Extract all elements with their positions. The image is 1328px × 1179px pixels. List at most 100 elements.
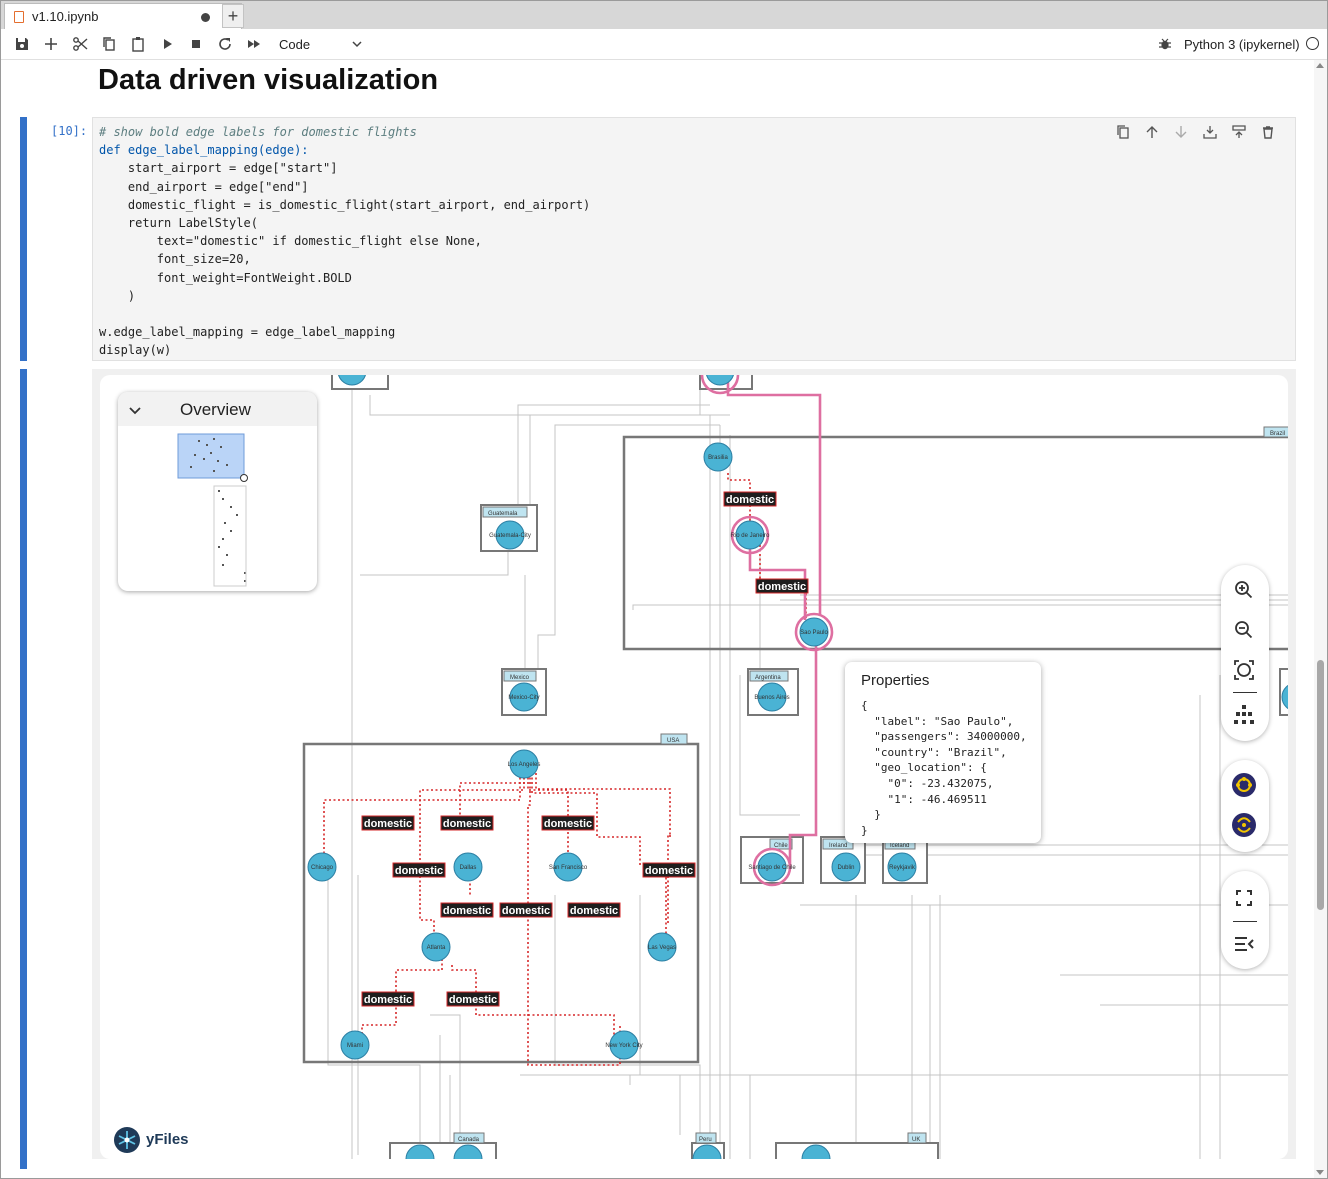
label-dublin: Dublin [837, 865, 854, 871]
cell-type-select[interactable]: Code [279, 37, 311, 52]
node-dublin[interactable] [831, 852, 861, 882]
layout-grid-icon[interactable] [1231, 702, 1257, 728]
svg-text:domestic: domestic [364, 818, 412, 830]
duplicate-cell-icon[interactable] [1115, 124, 1131, 140]
group-usa[interactable] [302, 742, 700, 1064]
paste-icon[interactable] [129, 35, 147, 53]
small-groups [331, 375, 1288, 1159]
notebook-content: Data driven visualization [10]: # show b… [1, 60, 1327, 1178]
side-panel-icon[interactable] [1231, 931, 1257, 957]
add-cell-icon[interactable] [42, 35, 60, 53]
node-new-york[interactable] [609, 1030, 639, 1060]
node-guatemala-city[interactable] [495, 520, 525, 550]
group-uk[interactable] [775, 1142, 939, 1159]
airport-nodes [307, 375, 1288, 1159]
label-santiago: Santiago de Chile [748, 865, 796, 871]
zoom-out-icon[interactable] [1231, 617, 1257, 643]
node-buenos-aires[interactable] [757, 682, 787, 712]
restart-icon[interactable] [216, 35, 234, 53]
copy-icon[interactable] [100, 35, 118, 53]
insert-below-icon[interactable] [1231, 124, 1247, 140]
organic-layout-icon[interactable] [1231, 812, 1257, 838]
stop-icon[interactable] [187, 35, 205, 53]
edge-label: domestic [361, 815, 415, 831]
circular-layout-icon[interactable] [1231, 772, 1257, 798]
node-top-center[interactable] [706, 375, 734, 386]
scroll-down-icon[interactable] [1316, 1170, 1324, 1175]
run-icon[interactable] [158, 35, 176, 53]
cut-icon[interactable] [71, 35, 89, 53]
graph-widget: Brazil Guatemala Mexico Argentina USA Ch… [92, 369, 1296, 1159]
new-tab-button[interactable]: + [222, 4, 244, 28]
node-bottom-3[interactable] [692, 1144, 722, 1159]
overview-header[interactable]: Overview [118, 392, 317, 426]
node-brasilia[interactable] [703, 442, 733, 472]
label-san-francisco: San Francisco [549, 865, 588, 871]
group-label-canada: Canada [458, 1137, 480, 1143]
kernel-name[interactable]: Python 3 (ipykernel) [1184, 37, 1300, 52]
node-sao-paulo[interactable] [799, 617, 829, 647]
chevron-down-icon[interactable] [351, 37, 363, 49]
debugger-bug-icon[interactable] [1158, 37, 1172, 51]
properties-popup[interactable]: Properties { "label": "Sao Paulo", "pass… [845, 662, 1041, 843]
chevron-down-icon[interactable] [128, 403, 142, 415]
scroll-thumb[interactable] [1317, 660, 1324, 910]
graph-canvas[interactable]: Brazil Guatemala Mexico Argentina USA Ch… [100, 375, 1288, 1159]
edge-label: domestic [440, 902, 494, 918]
node-san-francisco[interactable] [553, 852, 583, 882]
node-miami[interactable] [340, 1030, 370, 1060]
node-mexico-city[interactable] [509, 682, 539, 712]
group-label-mexico: Mexico [510, 675, 530, 681]
code-cell-editor[interactable]: # show bold edge labels for domestic fli… [92, 117, 1296, 361]
code-text[interactable]: # show bold edge labels for domestic fli… [99, 125, 591, 358]
delete-cell-icon[interactable] [1260, 124, 1276, 140]
notebook-tab[interactable]: v1.10.ipynb [4, 3, 242, 29]
notebook-scrollbar[interactable] [1314, 60, 1327, 1178]
node-las-vegas[interactable] [647, 932, 677, 962]
properties-title: Properties [861, 672, 930, 689]
node-bottom-1[interactable] [405, 1144, 435, 1159]
fast-forward-icon[interactable] [245, 35, 263, 53]
fullscreen-icon[interactable] [1231, 885, 1257, 911]
overview-panel[interactable]: Overview [118, 392, 317, 591]
node-reykjavik[interactable] [887, 852, 917, 882]
label-miami: Miami [347, 1043, 363, 1049]
zoom-in-icon[interactable] [1231, 577, 1257, 603]
edge-label: domestic [642, 862, 696, 878]
node-right-edge[interactable] [1281, 683, 1288, 711]
scroll-up-icon[interactable] [1316, 63, 1324, 68]
node-dallas[interactable] [453, 852, 483, 882]
label-mexico-city: Mexico-City [508, 695, 539, 701]
node-bottom-2[interactable] [453, 1144, 483, 1159]
edge-label: domestic [723, 491, 777, 507]
group-label-usa: USA [667, 738, 679, 744]
save-icon[interactable] [13, 35, 31, 53]
background-edges [327, 375, 1288, 1159]
node-atlanta[interactable] [421, 932, 451, 962]
group-headers: Brazil Guatemala Mexico Argentina USA Ch… [453, 426, 1288, 1144]
fit-content-icon[interactable] [1231, 657, 1257, 683]
node-chicago[interactable] [307, 852, 337, 882]
group-label-brazil: Brazil [1270, 431, 1285, 437]
node-top-left[interactable] [338, 375, 366, 386]
node-rio[interactable] [735, 520, 765, 550]
unsaved-dot-icon[interactable] [201, 13, 210, 22]
group-brazil[interactable] [622, 435, 1288, 651]
overview-title: Overview [180, 400, 251, 419]
group-nodes [302, 435, 1288, 1064]
markdown-heading: Data driven visualization [98, 64, 439, 96]
edge-label: domestic [567, 902, 621, 918]
node-santiago[interactable] [757, 852, 787, 882]
highlight-rings [700, 375, 834, 887]
node-los-angeles[interactable] [509, 749, 539, 779]
insert-above-icon[interactable] [1202, 124, 1218, 140]
highlight-ring-rio [730, 515, 770, 555]
move-down-icon[interactable] [1173, 124, 1189, 140]
graph-view[interactable]: Brazil Guatemala Mexico Argentina USA Ch… [100, 375, 1288, 1159]
tab-bar: v1.10.ipynb + [1, 1, 1327, 29]
overview-minimap[interactable] [118, 426, 317, 591]
move-up-icon[interactable] [1144, 124, 1160, 140]
node-bottom-4[interactable] [801, 1144, 831, 1159]
edge-label: domestic [440, 815, 494, 831]
edge-label: domestic [499, 902, 553, 918]
